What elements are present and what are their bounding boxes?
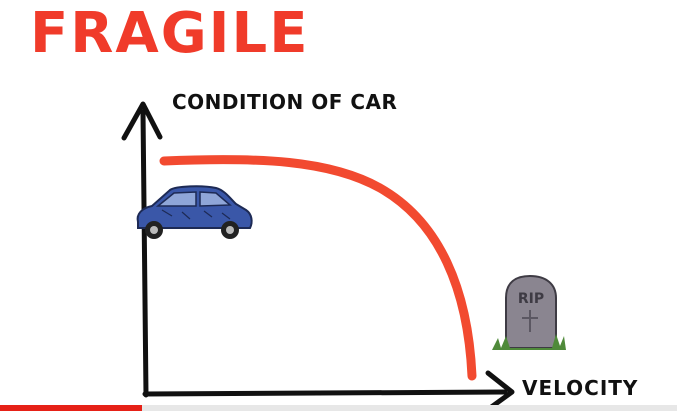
- condition-curve: [159, 155, 477, 381]
- gravestone-icon: RIP: [492, 274, 566, 350]
- x-axis-arrowhead: [485, 370, 515, 411]
- grass: [492, 334, 566, 350]
- video-progress-bar[interactable]: [0, 405, 677, 411]
- y-axis-label: CONDITION OF CAR: [172, 90, 398, 114]
- y-axis-arrowhead: [121, 101, 163, 141]
- y-axis: [140, 109, 149, 398]
- video-progress-fill: [0, 405, 143, 411]
- page-title: FRAGILE: [30, 1, 310, 66]
- car-icon: [136, 185, 253, 239]
- x-axis: [142, 389, 508, 397]
- x-axis-label: VELOCITY: [522, 376, 639, 400]
- gravestone-text: RIP: [518, 291, 544, 307]
